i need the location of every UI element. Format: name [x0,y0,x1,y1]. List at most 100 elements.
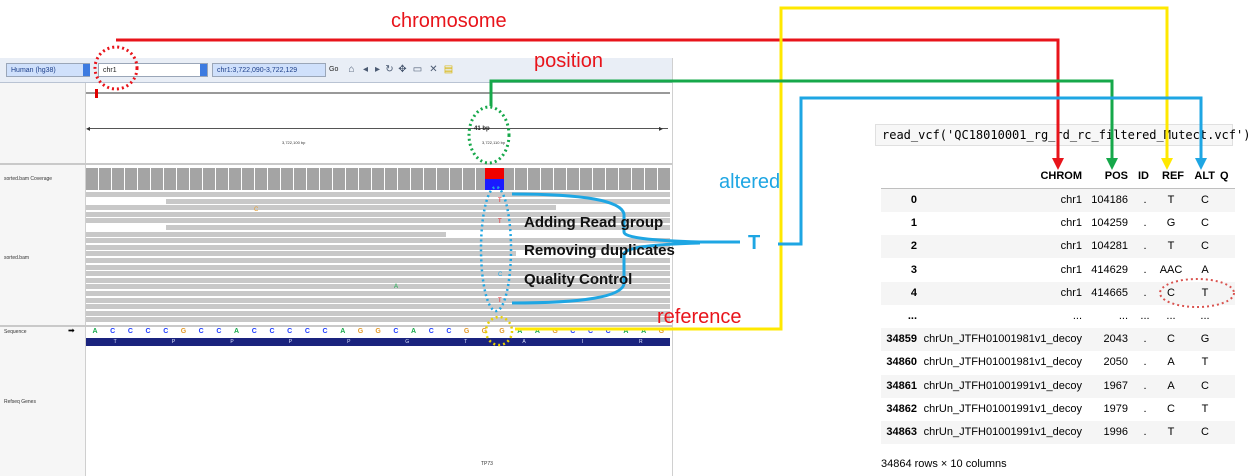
table-cell-chrom: chr1 [1060,240,1082,253]
table-cell-chrom: chrUn_JTFH01001981v1_decoy [923,333,1082,346]
sequence-base: C [110,328,116,335]
sequence-base: A [92,328,98,335]
table-cell-pos: 104281 [1091,240,1128,253]
table-cell-ref: G [1166,217,1176,230]
back-icon[interactable]: ◂ [362,64,369,75]
aligned-read[interactable] [166,198,670,204]
table-cell-idx: 34860 [886,356,917,369]
mismatch-base: A [394,284,399,290]
aligned-read[interactable] [86,264,670,270]
coverage-histogram [86,168,670,190]
table-cell-alt: T [1201,402,1209,415]
home-icon[interactable]: ⌂ [348,64,355,75]
table-cell-chrom: chrUn_JTFH01001991v1_decoy [923,426,1082,438]
sequence-base: G [180,328,187,335]
aligned-read[interactable] [86,304,670,310]
steps-brace-lower [511,241,701,305]
aligned-read[interactable] [86,238,670,244]
altered-annotation: altered [719,171,781,193]
aligned-read[interactable] [86,258,670,263]
vcf-code-cell[interactable]: read_vcf('QC18010001_rg_rd_rc_filtered_M… [875,124,1250,146]
table-cell-alt: C [1201,194,1209,206]
aligned-read[interactable] [86,192,670,197]
table-cell-ref: A [1167,379,1175,392]
amino-acid: R [638,339,643,345]
table-cell-idx: ... [907,310,917,322]
roi-icon[interactable]: ✥ [398,64,407,75]
aligned-read[interactable] [86,291,670,296]
aligned-read[interactable] [86,211,670,217]
sequence-base: G [658,328,665,335]
panel-divider [0,163,672,165]
table-cell-ref: A [1167,356,1175,369]
table-cell-ref: T [1167,194,1175,206]
col-header-chrom: CHROM [1040,170,1082,182]
locus-input[interactable]: chr1:3,722,090-3,722,129 [212,63,326,77]
table-cell-id: ... [1140,310,1150,322]
refresh-icon[interactable]: ↻ [385,64,394,75]
gene-name-label: TP73 [481,461,493,467]
step-read-group: Adding Read group [524,214,664,231]
col-header-alt: ALT [1194,170,1215,182]
sequence-base: G [552,328,558,335]
chromosome-arrowhead [1052,158,1064,170]
aligned-read[interactable] [86,310,670,316]
locus-value: chr1:3,722,090-3,722,129 [217,67,298,74]
table-cell-ref: T [1167,426,1175,438]
table-cell-pos: ... [1118,310,1128,322]
table-cell-id: . [1143,333,1147,346]
aligned-read[interactable] [86,218,670,224]
aligned-read[interactable] [86,205,556,211]
ruler-span-label: 41 bp [474,126,490,132]
chromosome-circle [93,45,139,91]
aligned-read[interactable] [86,244,670,250]
resize-icon[interactable]: ▭ [412,64,423,75]
reference-circle [484,315,514,347]
vcf-code-text: read_vcf('QC18010001_rg_rd_rc_filtered_M… [882,128,1250,142]
aligned-read[interactable] [166,225,670,230]
table-row [881,397,1235,421]
table-row [881,351,1235,375]
popup-icon[interactable]: ▤ [443,64,454,75]
table-cell-alt: ... [1200,310,1210,322]
sequence-base: A [641,328,647,335]
aligned-read[interactable] [86,271,670,277]
aligned-read[interactable] [86,277,670,283]
forward-icon[interactable]: ▸ [374,64,381,75]
aligned-read[interactable] [86,317,670,323]
table-cell-ref: T [1167,240,1175,253]
sequence-base: A [234,328,240,335]
table-cell-idx: 4 [910,286,917,299]
feature-name-panel [0,327,86,476]
go-button[interactable]: Go [329,66,339,73]
aligned-read[interactable] [86,284,670,290]
sequence-base: C [216,328,222,335]
alt-base-annotation: T [748,232,761,254]
table-cell-pos: 1967 [1103,379,1128,392]
chromosome-dropdown-arrow-icon[interactable] [200,64,207,76]
refseq-track-label: Refseq Genes [4,399,36,405]
panel-divider [0,325,672,327]
chromosome-dropdown[interactable]: chr1 [98,63,208,77]
ruler-tick-right: 3,722,110 bp [482,140,506,145]
coverage-alt-fraction [485,168,504,179]
table-cell-chrom: chr1 [1060,286,1082,299]
close-icon[interactable]: ✕ [429,64,438,75]
sequence-base: C [587,328,594,335]
col-header-q: Q [1220,170,1229,182]
table-cell-pos: 2050 [1103,356,1128,369]
sequence-strand-arrow-icon[interactable]: ➡ [68,326,75,335]
table-cell-idx: 1 [910,217,917,230]
ideogram-panel [0,83,86,163]
sequence-base: A [411,328,417,335]
vcf-table-footer: 34864 rows × 10 columns [881,458,1007,470]
ruler-line [90,128,668,129]
genome-dropdown-arrow-icon[interactable] [83,64,90,76]
igv-toolbar: Human (hg38) chr1 chr1:3,722,090-3,722,1… [0,58,672,83]
table-cell-pos: 1996 [1103,426,1128,438]
aligned-read[interactable] [86,251,516,257]
aligned-read[interactable] [86,231,446,237]
aligned-read[interactable] [86,297,670,303]
sequence-base: C [145,328,151,335]
reads-track-label: sorted.bam [4,255,30,261]
